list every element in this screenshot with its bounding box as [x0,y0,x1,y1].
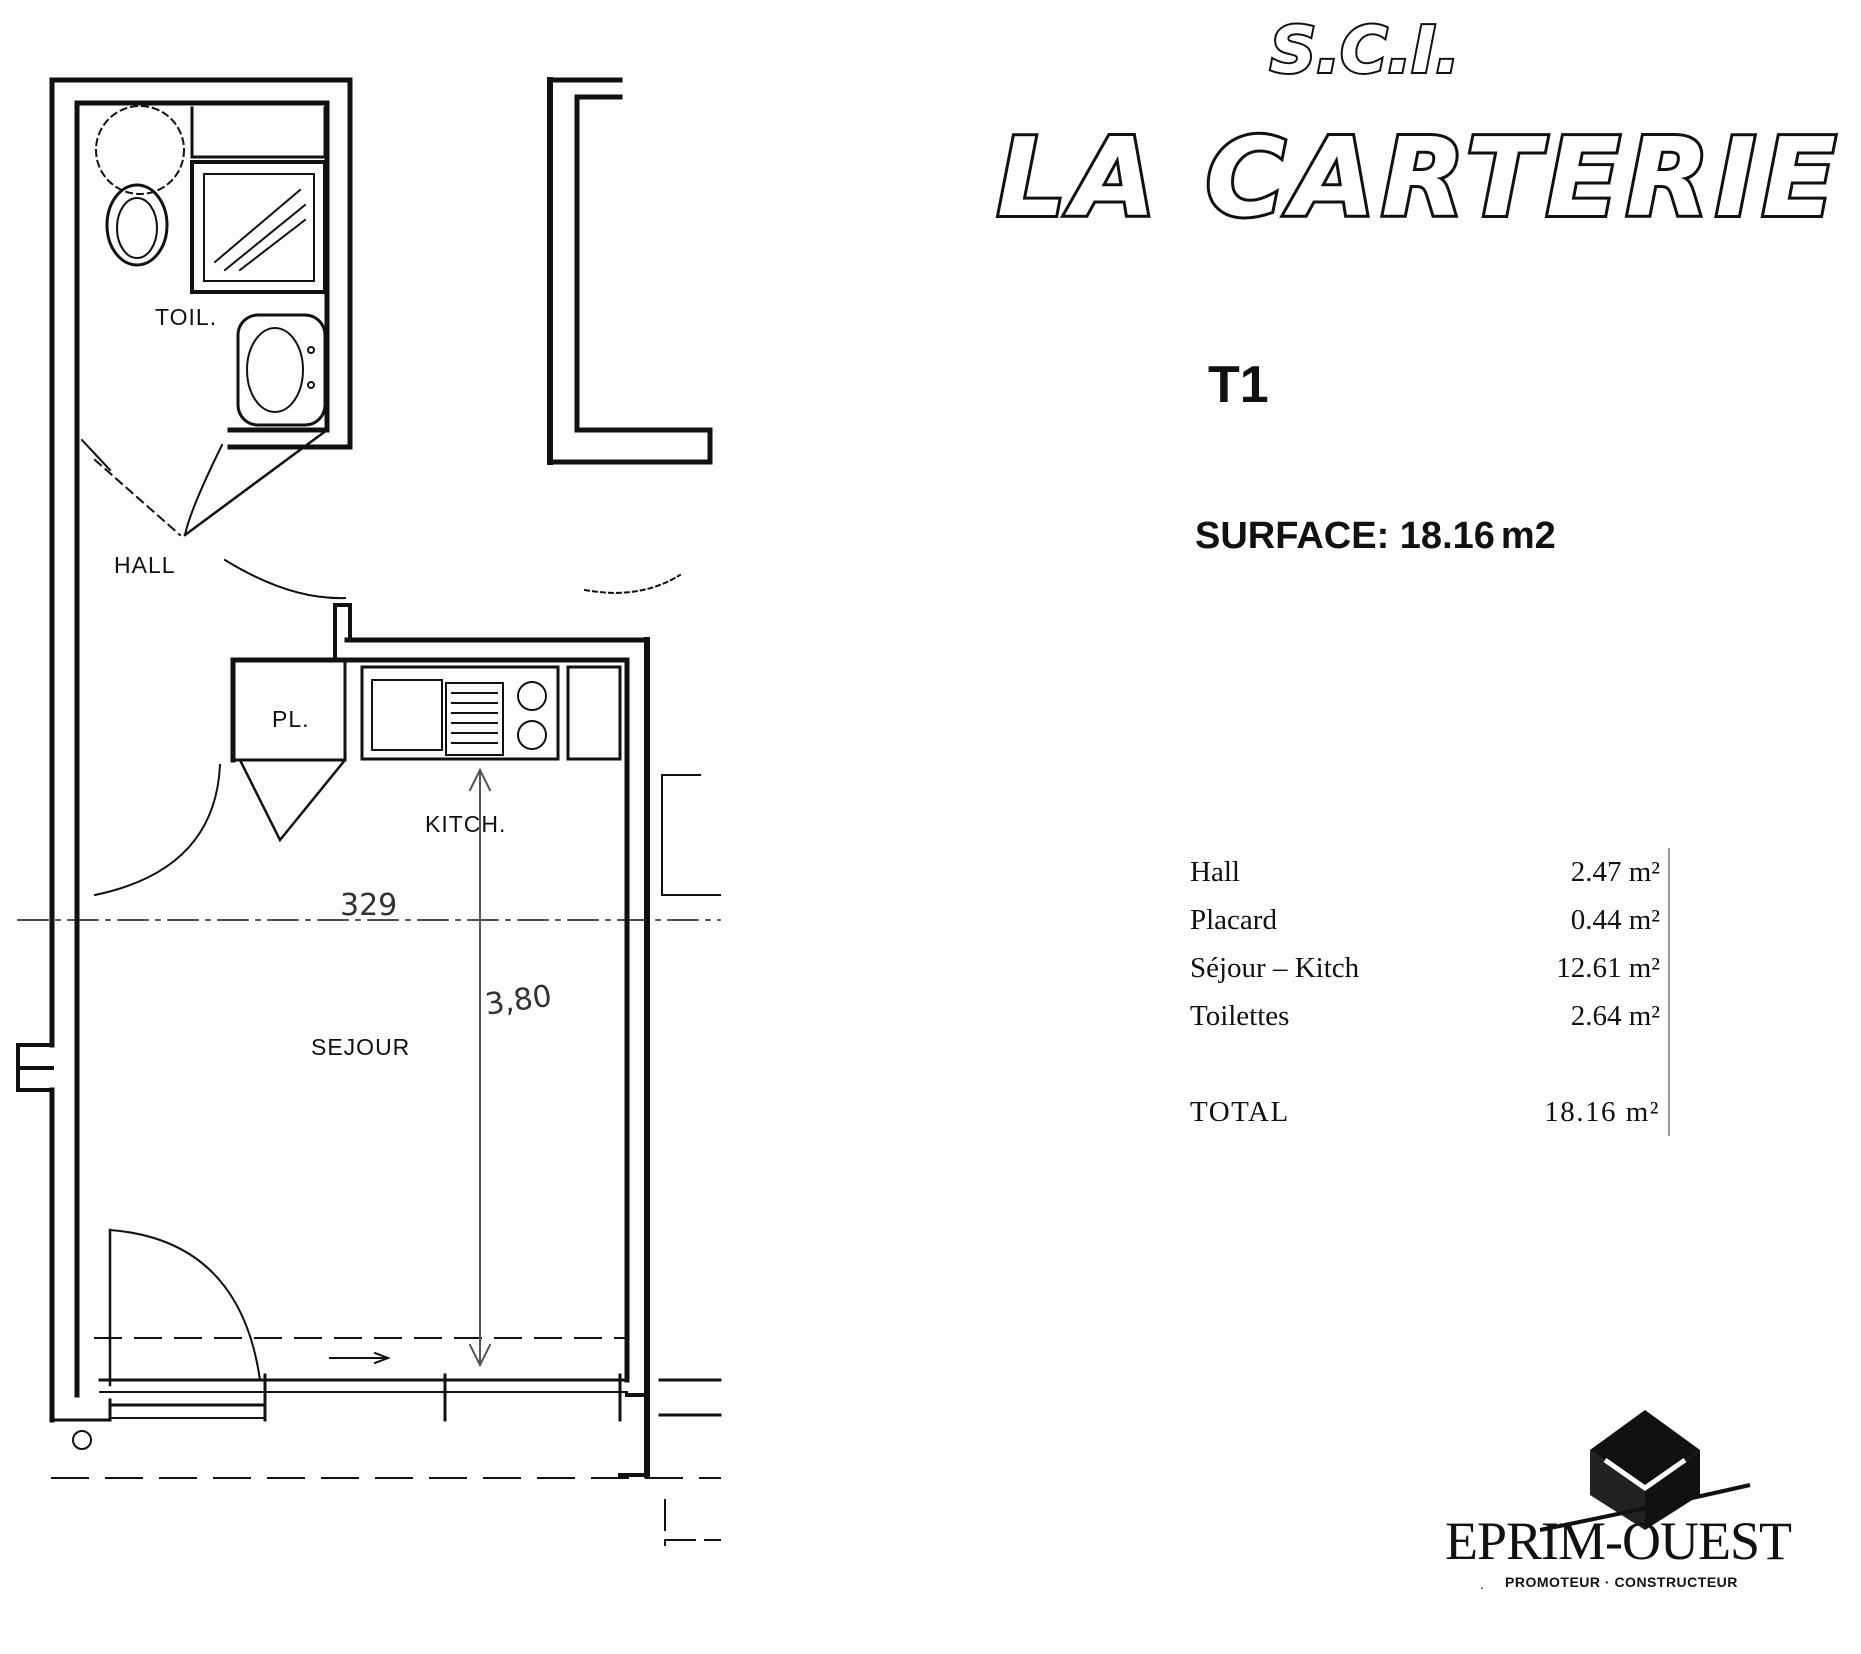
wall-kitchen [230,603,650,1478]
table-row: Séjour – Kitch 12.61 m² [1190,944,1671,992]
room-label-living: SEJOUR [311,1034,410,1060]
toilet-bowl [95,105,185,267]
cube-icon [1539,1410,1751,1532]
company-prefix-text: S.C.I. [1270,14,1460,88]
residence-name-text: LA CARTERIE [997,116,1842,240]
room-name: Placard [1190,903,1277,936]
room-name: Séjour – Kitch [1190,951,1360,984]
room-label-toilet: TOIL. [155,304,217,330]
company-tagline: PROMOTEUR · CONSTRUCTEUR [1505,1574,1738,1590]
table-row: Placard 0.44 m² [1190,896,1671,944]
shower [190,106,327,294]
tagline-bullet: . [1480,1576,1484,1592]
total-area: 18.16 m² [1465,1088,1671,1136]
surface-label: SURFACE: [1195,515,1390,557]
depth-dimension-label: 3,80 [483,979,554,1023]
balcony-window [50,1337,722,1479]
door-entrance [108,573,682,1387]
company-prefix: S.C.I. [1268,12,1462,90]
sink [236,313,327,427]
room-name: Toilettes [1190,999,1290,1032]
room-area: 2.64 m² [1465,992,1671,1040]
balcony-right [661,774,721,1546]
width-dimension-label: 329 [340,888,397,923]
wall-stairwell [547,77,713,465]
company-name: EPRIM-OUEST [1445,1511,1792,1571]
table-spacer [1190,1040,1671,1088]
table-row: Hall 2.47 m² [1190,848,1671,896]
wall-left [49,77,80,1423]
vent-line [80,438,112,472]
residence-name: LA CARTERIE [994,113,1842,240]
wall-opening-left [16,1043,54,1092]
kitchen-counter [360,665,622,761]
area-table: Hall 2.47 m² Placard 0.44 m² Séjour – Ki… [1190,848,1671,1136]
room-area: 12.61 m² [1465,944,1671,992]
room-label-closet: PL. [272,706,310,732]
table-total-row: TOTAL 18.16 m² [1190,1088,1671,1136]
room-area: 2.47 m² [1465,848,1671,896]
room-label-hall: HALL [114,552,176,578]
room-label-kitchen: KITCH. [425,811,506,837]
table-row: Toilettes 2.64 m² [1190,992,1671,1040]
door-hall [93,428,347,600]
total-label: TOTAL [1190,1095,1290,1128]
unit-type: T1 [1208,356,1269,414]
room-name: Hall [1190,855,1240,888]
surface-unit: m2 [1500,515,1556,557]
surface-value: 18.16 [1399,515,1495,557]
floor-plan: TOIL. HALL PL. KITCH. SEJOUR 329 3,80 [16,77,722,1546]
door-closet [93,758,347,897]
depth-dimension [468,767,492,1368]
wall-top [49,77,353,450]
eprim-ouest-logo [1539,1410,1751,1532]
room-area: 0.44 m² [1465,896,1671,944]
